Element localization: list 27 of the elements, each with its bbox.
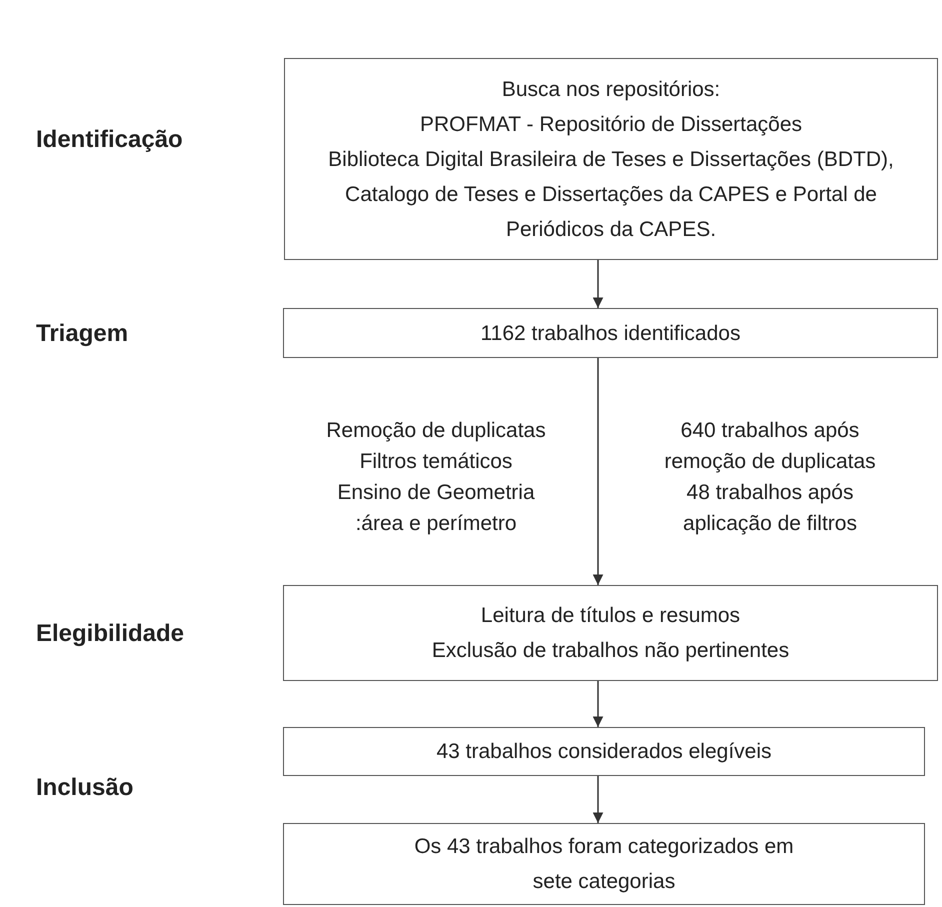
stage-label: Triagem — [36, 320, 128, 348]
stage-label: Inclusão — [36, 774, 134, 802]
box-text: Exclusão de trabalhos não pertinentes — [432, 638, 790, 664]
arrow — [592, 776, 604, 823]
box-text: Busca nos repositórios: — [502, 76, 720, 102]
stage-label: Identificação — [36, 126, 183, 154]
process-box — [284, 58, 938, 260]
box-text: 43 trabalhos considerados elegíveis — [436, 739, 772, 765]
note-text: Ensino de Geometria :área e perímetro — [336, 480, 536, 537]
note-text: Remoção de duplicatas — [325, 418, 547, 444]
process-box — [283, 727, 925, 776]
arrow — [592, 260, 604, 308]
process-box — [283, 585, 938, 681]
box-text: Leitura de títulos e resumos — [480, 603, 740, 629]
note-text: 48 trabalhos após aplicação de filtros — [682, 480, 858, 537]
box-text: Biblioteca Digital Brasileira de Teses e Dissertações (BDTD), — [328, 146, 894, 172]
process-box — [283, 823, 925, 905]
box-text: 1162 trabalhos identificados — [480, 320, 740, 346]
note-text: 640 trabalhos após remoção de duplicatas — [663, 418, 877, 475]
stage-label: Elegibilidade — [36, 620, 184, 648]
process-box — [283, 308, 938, 358]
box-text: Catalogo de Teses e Dissertações da CAPES e Portal de Periódicos da CAPES. — [344, 182, 878, 242]
arrow — [592, 358, 604, 585]
note-text: Filtros temáticos — [358, 449, 514, 475]
box-text: PROFMAT - Repositório de Dissertações — [420, 112, 802, 138]
box-text: Os 43 trabalhos foram categorizados em sete categorias — [414, 834, 794, 895]
arrow — [592, 681, 604, 727]
